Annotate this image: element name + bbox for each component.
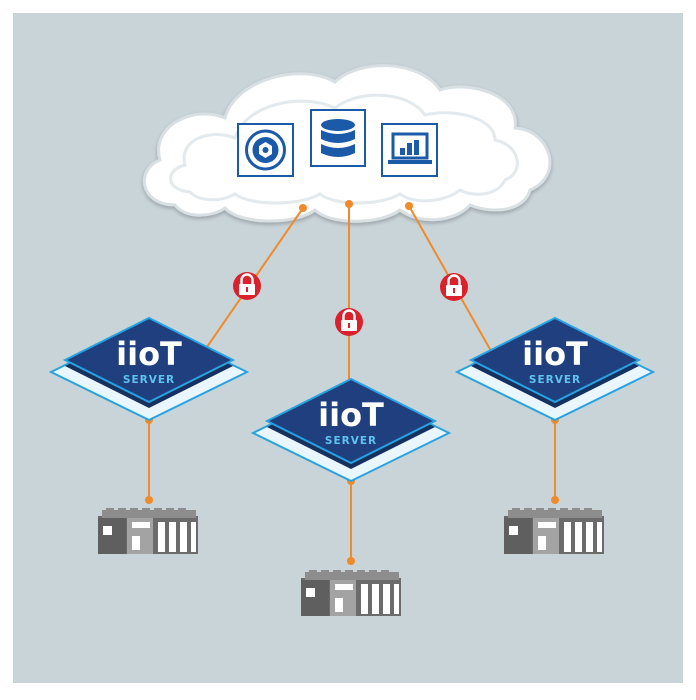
laptop-chart-icon <box>381 123 438 177</box>
gear-icon <box>237 123 294 177</box>
server-caption: SERVER <box>123 374 175 386</box>
plc-rack-icon <box>504 508 604 554</box>
server-to-device-links <box>148 420 556 561</box>
server-caption: SERVER <box>325 435 377 447</box>
plc-rack-icon <box>301 570 401 616</box>
server-logo: iioT <box>522 335 588 373</box>
padlock-icon <box>440 273 468 301</box>
padlock-icon <box>335 308 363 336</box>
padlock-icon <box>233 272 261 300</box>
iiot-server-center: iioT SERVER <box>250 377 452 483</box>
iiot-server-left: iioT SERVER <box>48 316 250 422</box>
database-icon <box>310 109 366 167</box>
plc-rack-icon <box>98 508 198 554</box>
server-caption: SERVER <box>529 374 581 386</box>
server-logo: iioT <box>318 396 384 434</box>
server-logo: iioT <box>116 335 182 373</box>
iiot-server-right: iioT SERVER <box>454 316 656 422</box>
